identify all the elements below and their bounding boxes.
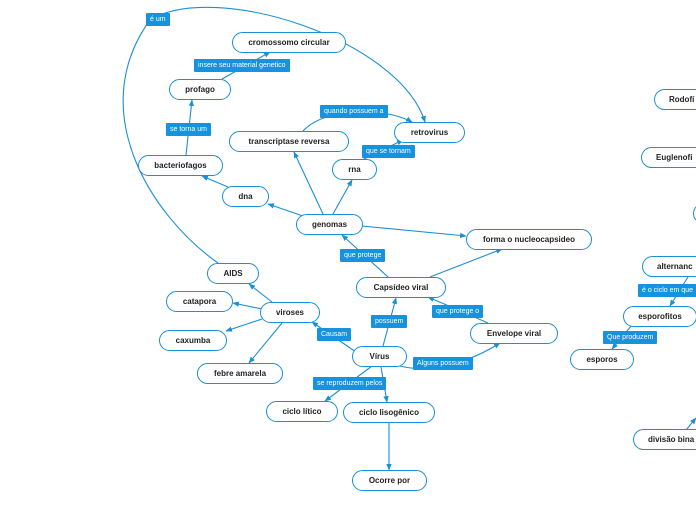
node-transcriptase-reversa[interactable]: transcriptase reversa	[229, 131, 349, 152]
label-alguns-possuem: Alguns possuem	[413, 357, 473, 370]
node-aids[interactable]: AIDS	[207, 263, 259, 284]
label-se-reproduzem-pelos: se reproduzem pelos	[313, 377, 387, 390]
label-quando-possuem-a: quando possuem a	[320, 105, 388, 118]
node-ciclo-lisogenico[interactable]: ciclo lisogênico	[343, 402, 435, 423]
label-que-produzem: Que produzem	[603, 331, 658, 344]
edge-divisao-partial	[685, 417, 696, 431]
node-esporofitos[interactable]: esporofitos	[623, 306, 696, 327]
node-febre-amarela[interactable]: febre amarela	[197, 363, 283, 384]
label-causam: Causam	[317, 328, 352, 341]
node-euglenofitas[interactable]: Euglenofi	[641, 147, 696, 168]
edge-viroses-caxumba	[225, 318, 263, 332]
node-rodofitas[interactable]: Rodofí	[654, 89, 696, 110]
node-profago[interactable]: profago	[169, 79, 231, 100]
node-retrovirus[interactable]: retrovirus	[394, 122, 465, 143]
node-ocorre-por[interactable]: Ocorre por	[352, 470, 427, 491]
node-catapora[interactable]: catapora	[166, 291, 233, 312]
node-forma-o-nucleocapsideo[interactable]: forma o nucleocapsideo	[466, 229, 592, 250]
edge-viroses-febre	[248, 322, 283, 364]
node-genomas[interactable]: genomas	[296, 214, 363, 235]
edge-dna-bacteriofagos	[201, 175, 229, 188]
node-dna[interactable]: dna	[222, 186, 269, 207]
edge-genomas-nucleocapsideo	[361, 225, 467, 239]
node-divisao-binaria[interactable]: divisão bina	[633, 429, 696, 450]
label-e-um: é um	[146, 13, 170, 26]
label-insere-material-genetico: insere seu material genetico	[194, 59, 290, 72]
edge-viroses-aids	[248, 283, 273, 303]
label-e-o-ciclo-em-que: é o ciclo em que	[638, 284, 696, 297]
node-envelope-viral[interactable]: Envelope viral	[470, 323, 558, 344]
node-alternancia[interactable]: alternanc	[642, 256, 696, 277]
label-possuem: possuem	[371, 315, 408, 328]
node-rna[interactable]: rna	[332, 159, 377, 180]
edge-genomas-rna	[332, 179, 353, 215]
node-viroses[interactable]: viroses	[260, 302, 320, 323]
node-capsideo-viral[interactable]: Capsídeo viral	[356, 277, 446, 298]
edge-genomas-transcriptase	[293, 151, 324, 215]
edge-capsideo-nucleocapsideo	[429, 248, 503, 278]
node-virus[interactable]: Vírus	[352, 346, 407, 367]
label-que-protege-o: que protege o	[432, 305, 484, 318]
label-que-se-tornam: que se tornam	[362, 145, 415, 158]
node-caxumba[interactable]: caxumba	[159, 330, 227, 351]
label-se-torna-um: se torna um	[166, 123, 211, 136]
node-bacteriofagos[interactable]: bacteriofagos	[138, 155, 223, 176]
node-cromossomo-circular[interactable]: cromossomo circular	[232, 32, 346, 53]
edge-viroses-catapora	[232, 301, 263, 310]
label-que-protege: que protege	[340, 249, 386, 262]
edge-genomas-dna	[267, 203, 304, 217]
node-ciclo-litico[interactable]: ciclo lítico	[266, 401, 338, 422]
node-esporos[interactable]: esporos	[570, 349, 634, 370]
